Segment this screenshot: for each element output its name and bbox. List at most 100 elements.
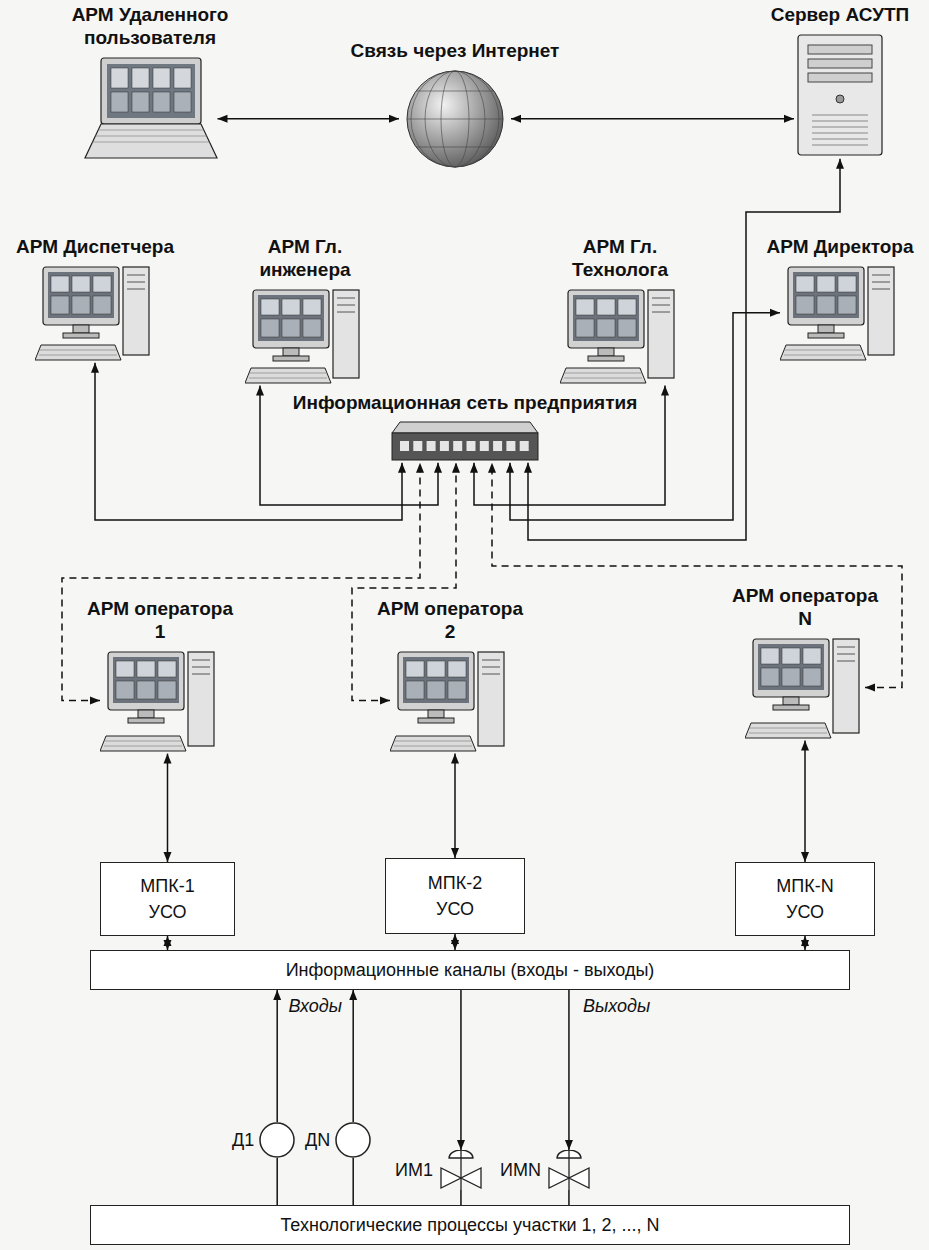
screen-window xyxy=(111,68,128,88)
drive-bay xyxy=(192,659,210,660)
drive-bay xyxy=(872,274,890,275)
monitor-stand xyxy=(818,325,834,333)
workstation: АРМ Гл. инженера xyxy=(225,236,385,386)
screen-window xyxy=(803,648,821,664)
valve-pipe xyxy=(568,1178,569,1190)
drive-bay xyxy=(482,666,500,667)
connector xyxy=(460,1190,462,1205)
box-label: МПК-2 xyxy=(428,870,482,896)
signal-direction: Выходы xyxy=(581,996,652,1017)
screen-window xyxy=(618,319,636,337)
controller-box: МПК-1УСО xyxy=(100,862,235,936)
connector xyxy=(276,1158,278,1205)
box-label: Информационные каналы (входы - выходы) xyxy=(286,957,655,983)
keyboard xyxy=(100,736,186,751)
valve-pipe xyxy=(460,1178,461,1190)
monitor-base xyxy=(128,718,164,723)
connector xyxy=(568,990,570,1150)
actuator: ИМ1 xyxy=(395,1150,484,1190)
connector xyxy=(167,936,169,950)
parallel xyxy=(416,146,494,147)
key-row xyxy=(784,354,862,355)
port xyxy=(413,441,422,451)
pc-icon xyxy=(745,635,865,741)
key-row xyxy=(249,377,327,378)
valve-stem xyxy=(568,1150,569,1178)
sensor-circle xyxy=(336,1123,370,1157)
vent xyxy=(812,114,868,115)
connector xyxy=(352,990,354,1122)
key-row xyxy=(564,372,642,373)
screen-window xyxy=(261,299,279,315)
laptop-base xyxy=(85,124,217,158)
port xyxy=(480,441,489,451)
server-icon xyxy=(794,31,886,159)
screen-window xyxy=(448,661,466,677)
screen-window xyxy=(111,92,128,112)
screen-window xyxy=(838,276,856,292)
screen-window xyxy=(51,296,69,314)
sensor-icon xyxy=(335,1122,371,1158)
screen xyxy=(48,272,114,318)
screen-window xyxy=(93,276,111,292)
monitor-stand xyxy=(283,348,299,356)
keyboard xyxy=(560,368,646,383)
screen-window xyxy=(158,681,176,699)
key-row xyxy=(564,377,642,378)
workstation: АРМ Гл. Технолога xyxy=(540,236,700,386)
screen-window xyxy=(93,296,111,314)
port xyxy=(506,441,515,451)
parallel xyxy=(416,90,494,91)
screen-window xyxy=(72,296,90,314)
sensor-icon xyxy=(259,1122,295,1158)
key-row xyxy=(394,740,472,741)
workstation: АРМ Диспетчера xyxy=(15,236,175,363)
port xyxy=(440,441,449,451)
box-label: УСО xyxy=(436,896,474,922)
connector xyxy=(218,118,400,120)
node-heading: ИМ1 xyxy=(395,1160,433,1181)
sensor: ДN xyxy=(305,1122,371,1158)
key-row xyxy=(749,727,827,728)
switch-top xyxy=(392,422,538,433)
screen-window xyxy=(803,668,821,686)
drive-bay xyxy=(808,45,872,54)
screen-window xyxy=(116,661,134,677)
vent xyxy=(812,132,868,133)
node-heading: АРМ оператора 2 xyxy=(370,598,530,644)
key-row xyxy=(98,129,204,130)
screen-window xyxy=(796,276,814,292)
valve-body xyxy=(441,1168,461,1188)
connector xyxy=(460,990,462,1150)
key-row xyxy=(92,141,210,142)
monitor xyxy=(568,290,644,348)
screen-window xyxy=(427,661,445,677)
screen-window xyxy=(303,299,321,315)
screen-window xyxy=(116,681,134,699)
monitor-base xyxy=(588,356,624,361)
node-heading: ИМN xyxy=(500,1160,541,1181)
globe xyxy=(407,71,503,167)
port xyxy=(493,441,502,451)
monitor xyxy=(108,652,184,710)
screen-window xyxy=(448,681,466,699)
channels-box: Информационные каналы (входы - выходы) xyxy=(90,950,850,990)
keyboard xyxy=(35,345,121,360)
screen-window xyxy=(406,681,424,699)
vent xyxy=(812,138,868,139)
connector xyxy=(167,754,169,862)
box-label: МПК-N xyxy=(776,873,833,899)
screen-window xyxy=(838,296,856,314)
network-switch: Информационная сеть предприятия xyxy=(290,392,640,463)
internet-globe: Связь через Интернет xyxy=(335,40,575,171)
box-label: УСО xyxy=(786,899,824,925)
screen-window xyxy=(72,276,90,292)
screen-window xyxy=(817,296,835,314)
system-unit xyxy=(478,652,504,746)
drive-bay xyxy=(127,274,145,275)
key-row xyxy=(39,349,117,350)
actuator: ИМN xyxy=(500,1150,592,1190)
port xyxy=(467,441,476,451)
connector xyxy=(352,1158,354,1205)
